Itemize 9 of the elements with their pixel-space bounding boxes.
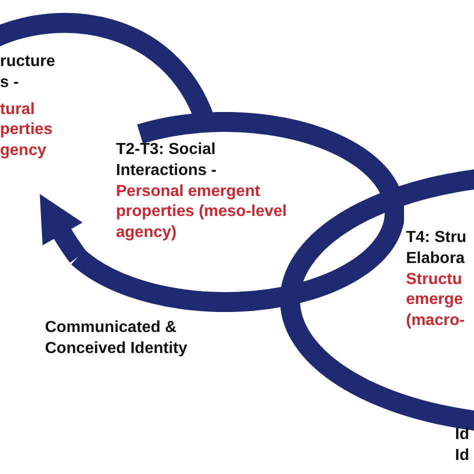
stage-heading: T4: Stru Elabora bbox=[406, 228, 468, 269]
stage-description: tural perties gency bbox=[0, 100, 54, 162]
annotation-text: Id Id bbox=[455, 425, 470, 466]
curved-arrow bbox=[40, 194, 86, 264]
stage-heading: T2-T3: Social Interactions - bbox=[116, 140, 218, 181]
stage-description: Personal emergent properties (meso-level agency) bbox=[116, 182, 288, 244]
stage-heading: ructure s - bbox=[0, 52, 56, 93]
stage-description: Structu emerge (macro- bbox=[406, 270, 466, 332]
caption-text: Communicated & Conceived Identity bbox=[45, 318, 188, 359]
